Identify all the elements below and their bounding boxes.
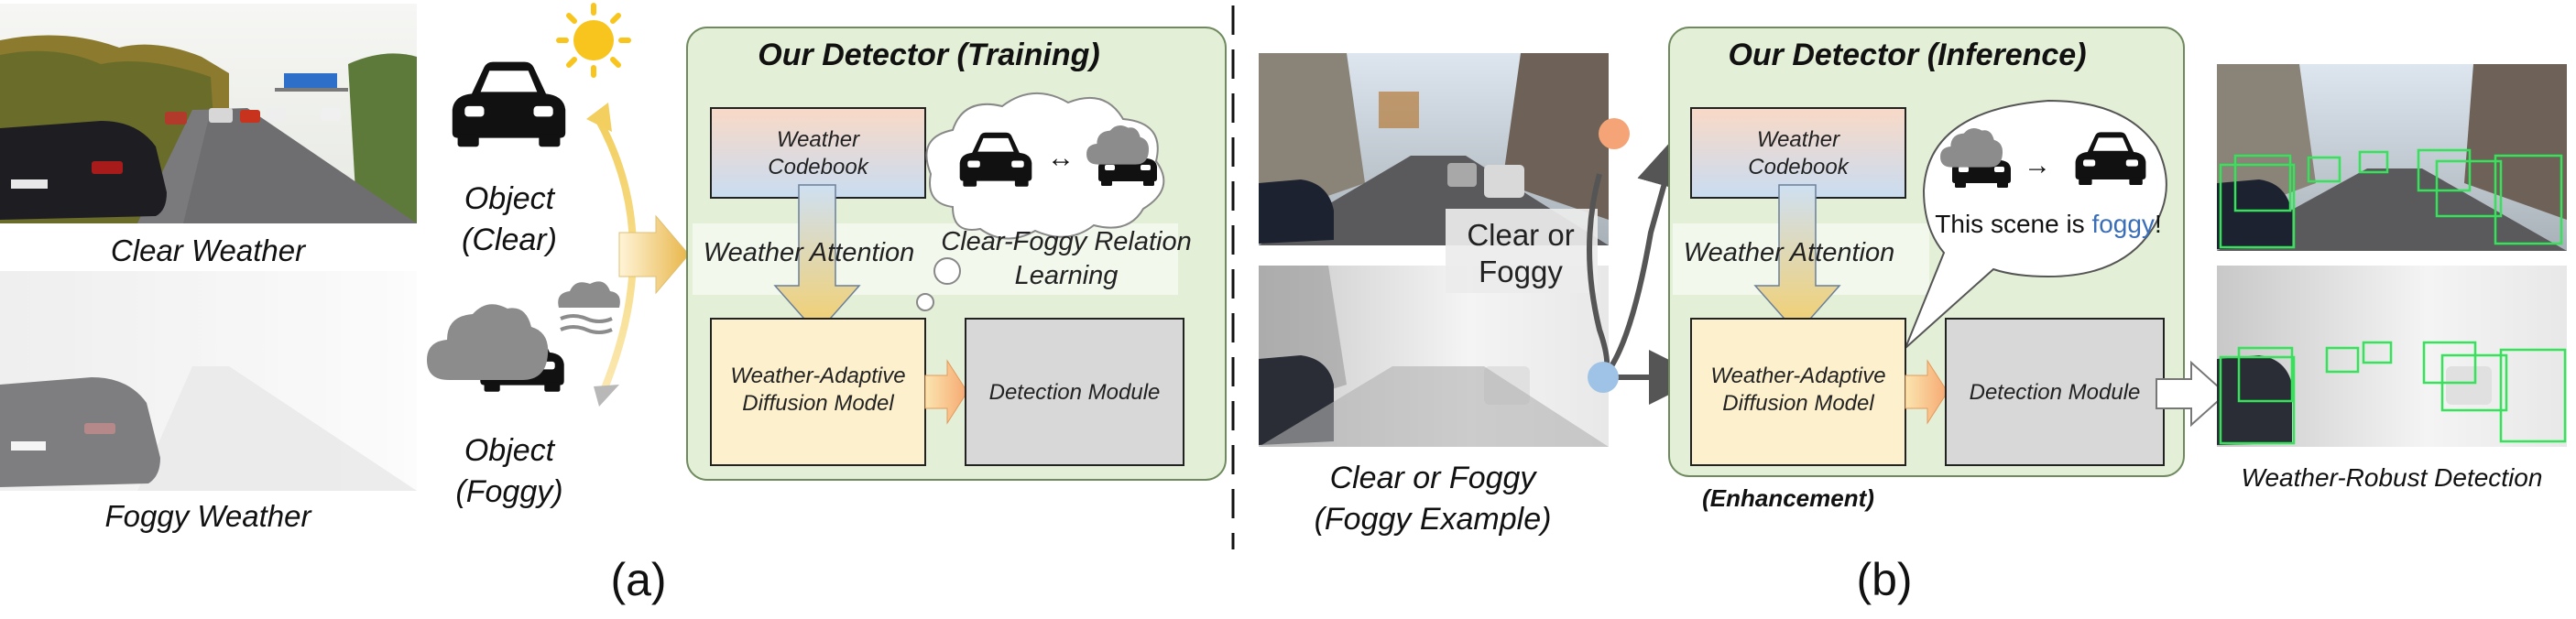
panel-a-label: (a) <box>610 554 666 605</box>
input-caption: Clear or Foggy <box>1330 461 1538 495</box>
weather-codebook-label: Weather <box>777 127 860 152</box>
inference-diffusion-sublabel: Diffusion Model <box>1722 391 1874 416</box>
output-clear-detection-image <box>2217 64 2567 251</box>
speech-foggy-word: foggy <box>2091 210 2155 238</box>
diffusion-model-label: Weather-Adaptive <box>730 364 905 388</box>
cloud-icon <box>427 304 548 380</box>
inference-attention-label: Weather Attention <box>1684 238 1895 267</box>
sun-icon <box>559 5 628 75</box>
input-caption-sub: (Foggy Example) <box>1315 502 1552 537</box>
object-foggy-sublabel: (Foggy) <box>455 474 562 509</box>
inference-codebook-sublabel: Codebook <box>1748 155 1850 179</box>
input-overlay-sublabel: Foggy <box>1479 255 1563 288</box>
clear-input-dot <box>1599 118 1630 149</box>
clear-weather-caption: Clear Weather <box>111 233 307 267</box>
enhancement-label: (Enhancement) <box>1702 484 1874 512</box>
relation-arrow: ↔ <box>1047 143 1075 173</box>
weather-attention-label: Weather Attention <box>704 238 915 267</box>
output-caption: Weather-Robust Detection <box>2242 463 2543 492</box>
output-foggy-detection-image <box>2217 266 2567 447</box>
detection-module-label: Detection Module <box>989 380 1161 405</box>
speech-suffix: ! <box>2155 210 2162 238</box>
foggy-weather-caption: Foggy Weather <box>104 499 312 533</box>
panel-b-label: (b) <box>1856 554 1912 605</box>
relation-sublabel: Learning <box>1015 261 1119 290</box>
object-foggy-label: Object <box>464 433 556 468</box>
object-clear-label: Object <box>464 181 556 216</box>
clear-weather-image <box>0 4 417 223</box>
inference-diffusion-label: Weather-Adaptive <box>1710 364 1885 388</box>
fog-cloud-icon <box>558 281 620 332</box>
speech-prefix: This scene is <box>1935 210 2091 238</box>
input-overlay-label: Clear or <box>1467 218 1574 252</box>
diffusion-model-sublabel: Diffusion Model <box>742 391 894 416</box>
speech-arrow: → <box>2024 150 2051 180</box>
inference-panel-title: Our Detector (Inference) <box>1728 38 2086 72</box>
speech-text: This scene is foggy! <box>1935 210 2161 238</box>
weather-codebook-sublabel: Codebook <box>768 155 869 179</box>
foggy-weather-image <box>0 271 417 491</box>
car-clear-icon <box>453 62 565 147</box>
object-clear-sublabel: (Clear) <box>462 223 557 257</box>
inference-codebook-label: Weather <box>1757 127 1840 152</box>
relation-label: Clear-Foggy Relation <box>941 227 1192 256</box>
foggy-input-dot <box>1588 362 1619 393</box>
inference-detection-label: Detection Module <box>1970 380 2141 405</box>
training-panel-title: Our Detector (Training) <box>758 38 1099 72</box>
